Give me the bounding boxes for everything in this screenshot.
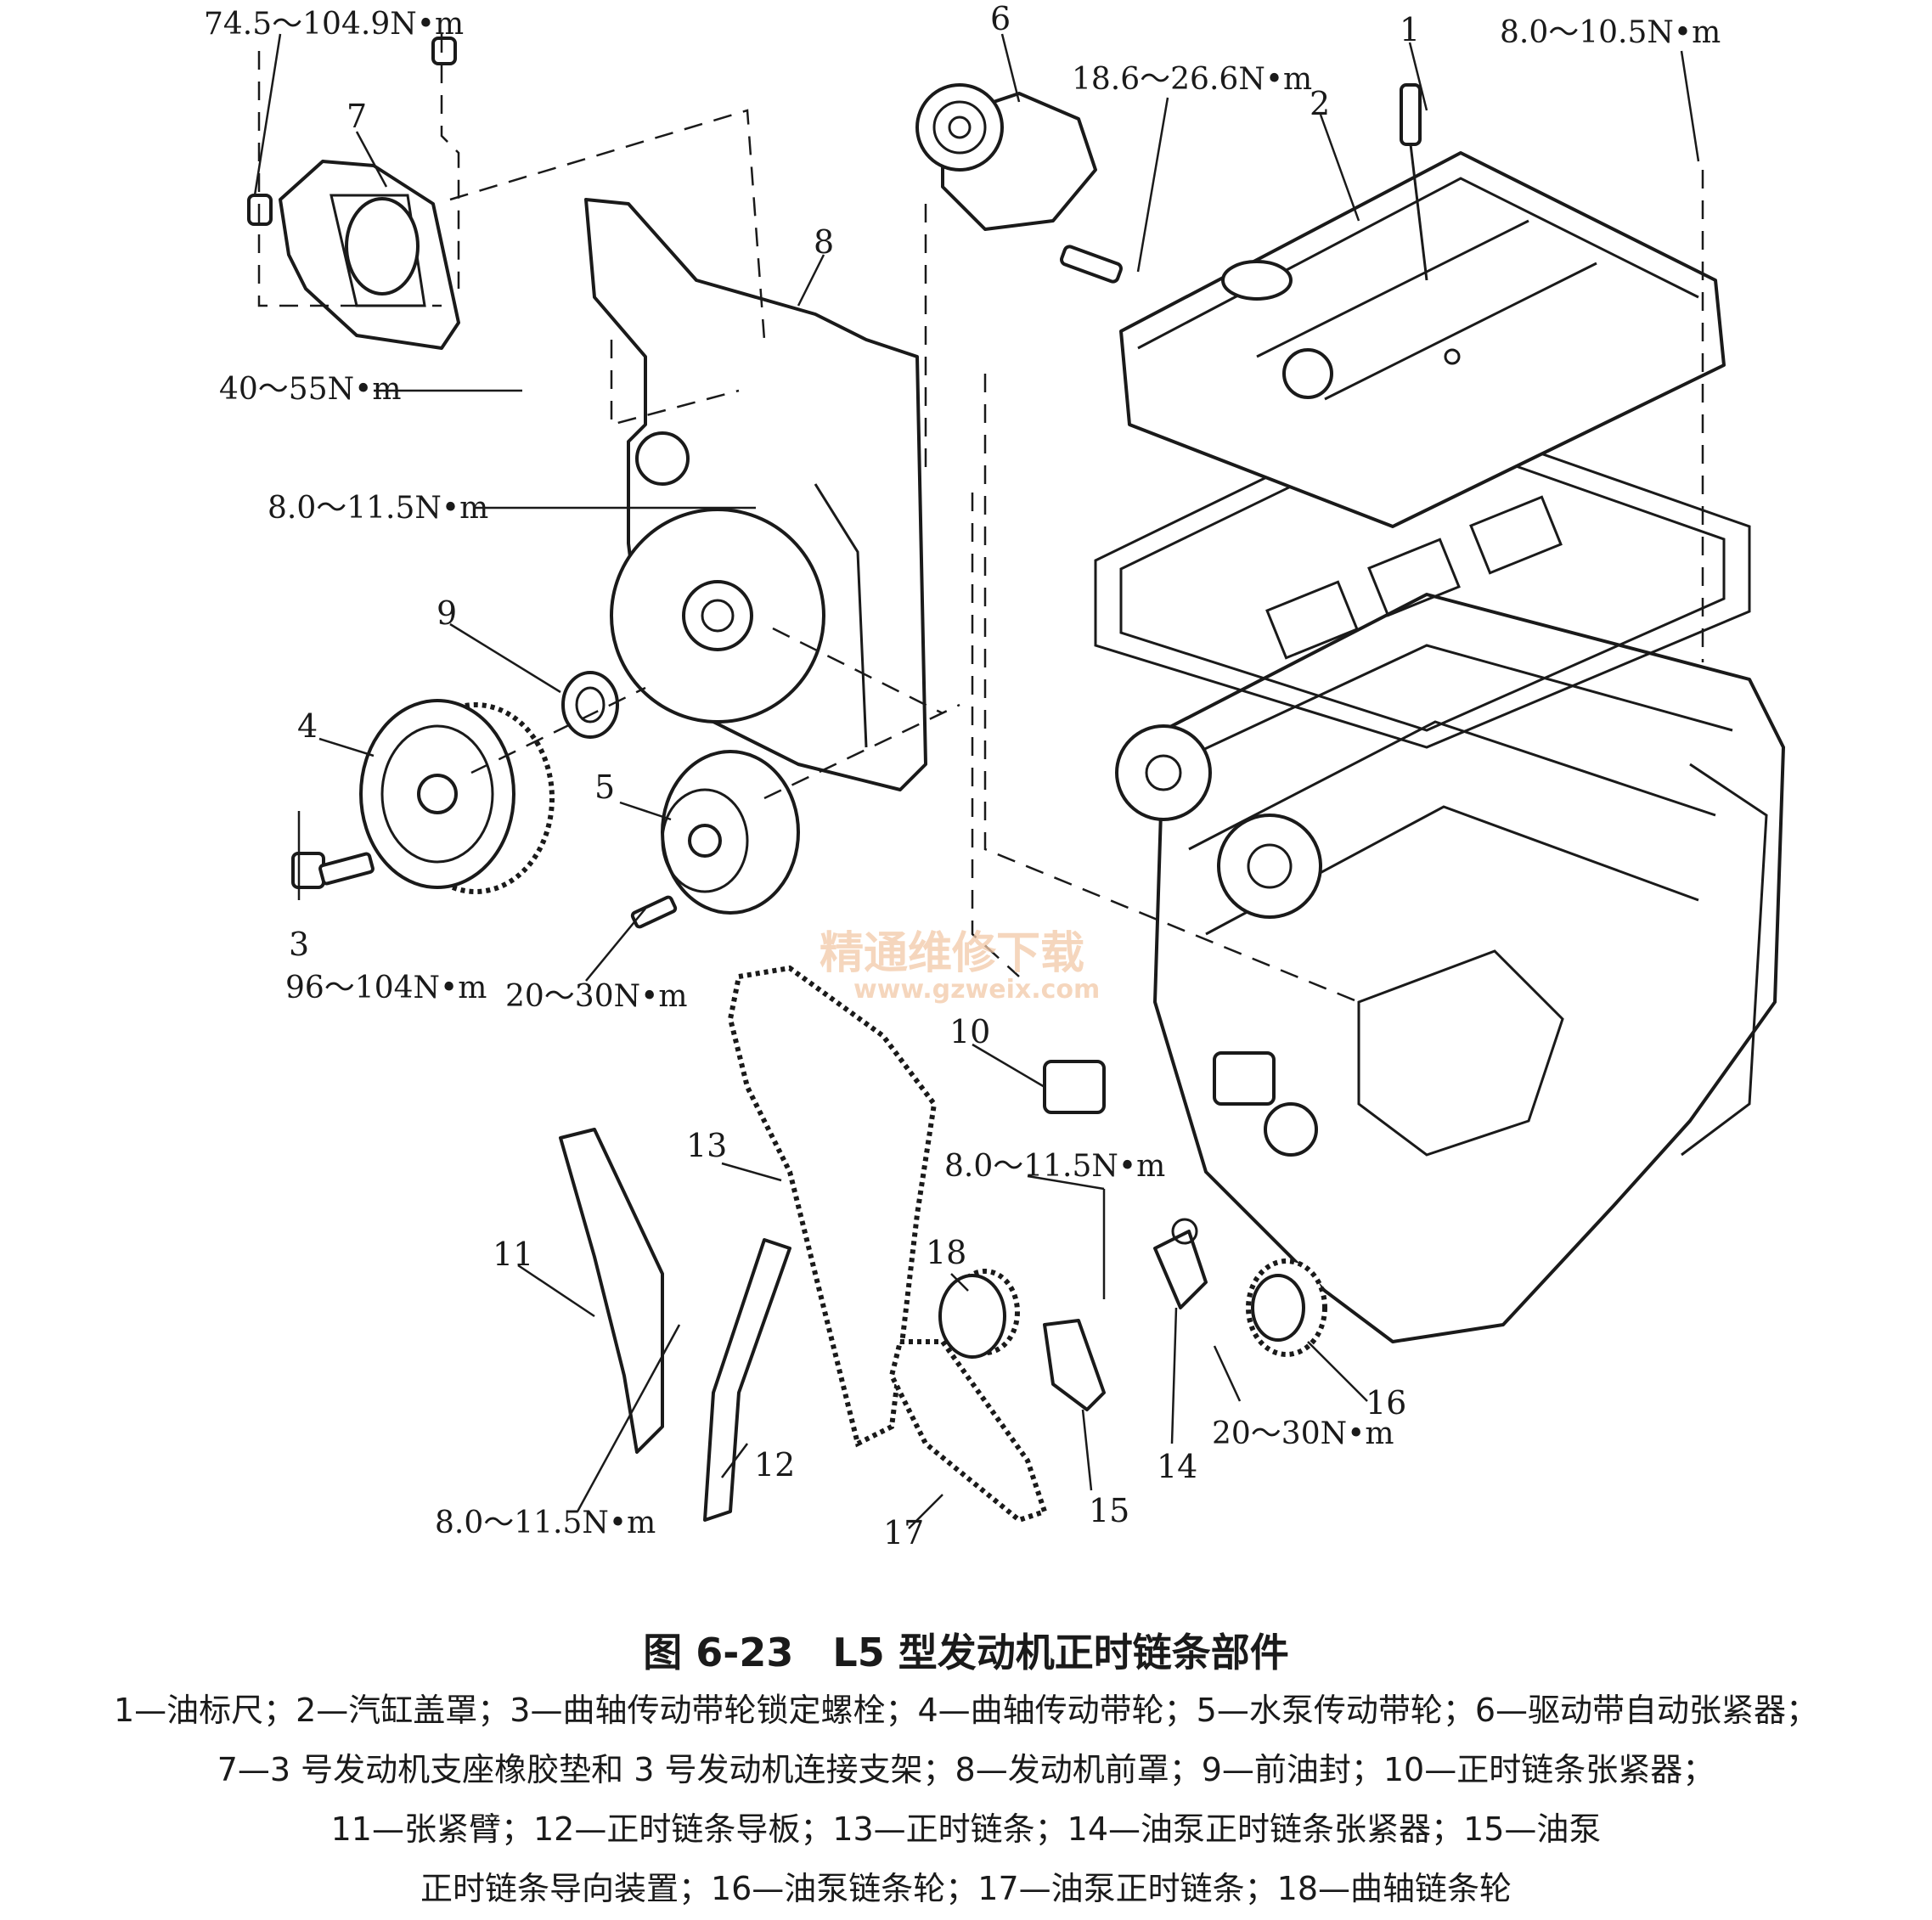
crankshaft-sprocket [938, 1269, 1020, 1359]
crankshaft-pulley [359, 699, 555, 894]
torque-label-crank-bolt: 96～104N•m [285, 971, 487, 1005]
crankshaft-pulley-bolt [291, 852, 375, 889]
belt-auto-tensioner [915, 83, 1123, 284]
callout-6: 6 [990, 0, 1011, 37]
oil-dipstick [1400, 83, 1428, 281]
torque-label-front-cover-b: 8.0～11.5N•m [268, 491, 488, 526]
callout-13: 13 [686, 1127, 727, 1164]
water-pump-pulley [630, 750, 800, 929]
callout-2: 2 [1310, 85, 1330, 122]
torque-label-cover: 8.0～10.5N•m [1500, 15, 1721, 50]
legend-line-2: 7—3 号发动机支座橡胶垫和 3 号发动机连接支架；8—发动机前罩；9—前油封；… [217, 1751, 1715, 1788]
torque-label-chain-tensioner: 8.0～11.5N•m [944, 1149, 1165, 1184]
callout-15: 15 [1089, 1492, 1129, 1529]
oil-pump-chain [888, 1339, 1048, 1523]
callout-8: 8 [814, 223, 834, 261]
torque-labels: 74.5～104.9N•m 18.6～26.6N•m 8.0～10.5N•m 4… [204, 7, 1721, 1540]
torque-label-tensioner: 18.6～26.6N•m [1072, 62, 1312, 97]
leader-lines [253, 33, 1700, 1529]
callout-9: 9 [437, 594, 457, 632]
legend-line-4: 正时链条导向装置；16—油泵链条轮；17—油泵正时链条；18—曲轴链条轮 [420, 1870, 1512, 1907]
oil-pump-chain-tensioner [1153, 1218, 1208, 1309]
legend-line-1: 1—油标尺；2—汽缸盖罩；3—曲轴传动带轮锁定螺栓；4—曲轴传动带轮；5—水泵传… [113, 1692, 1819, 1729]
oil-pump-chain-guide [1043, 1319, 1106, 1411]
oil-pump-sprocket [1246, 1258, 1327, 1357]
callout-18: 18 [926, 1234, 966, 1271]
callout-numbers: 1 2 3 4 5 6 7 8 9 10 11 12 13 14 15 16 1… [289, 0, 1420, 1551]
engine-block [1115, 593, 1785, 1343]
torque-label-water-pump: 20～30N•m [505, 979, 688, 1014]
engine-mount-bracket [247, 37, 460, 350]
engine-front-cover [584, 198, 927, 791]
watermark-url: www.gzweix.com [853, 975, 1100, 1005]
figure-caption: 图 6-23 L5 型发动机正时链条部件 [643, 1630, 1289, 1675]
callout-5: 5 [594, 769, 615, 806]
torque-label-mount: 74.5～104.9N•m [204, 7, 464, 42]
callout-11: 11 [493, 1236, 533, 1273]
chain-tensioner [1043, 1060, 1106, 1114]
timing-chain [727, 965, 938, 1448]
callout-10: 10 [949, 1013, 990, 1050]
front-oil-seal [561, 671, 619, 739]
tensioner-arm [559, 1128, 664, 1454]
watermark: 精通维修下载 www.gzweix.com [820, 928, 1100, 1005]
callout-14: 14 [1157, 1448, 1197, 1485]
callout-1: 1 [1400, 11, 1420, 48]
callout-3: 3 [289, 926, 309, 963]
torque-label-guide: 8.0～11.5N•m [435, 1506, 656, 1540]
cylinder-head-cover [1119, 151, 1726, 528]
torque-label-front-cover-a: 40～55N•m [219, 372, 402, 407]
callout-17: 17 [883, 1514, 924, 1551]
callout-4: 4 [297, 707, 318, 745]
legend-line-3: 11—张紧臂；12—正时链条导板；13—正时链条；14—油泵正时链条张紧器；15… [330, 1810, 1602, 1848]
watermark-cn: 精通维修下载 [820, 928, 1084, 979]
exploded-view-drawing: 1 2 3 4 5 6 7 8 9 10 11 12 13 14 15 16 1… [204, 0, 1785, 1551]
callout-7: 7 [346, 98, 367, 135]
assembly-lines [257, 34, 1704, 1004]
callout-12: 12 [754, 1446, 795, 1484]
chain-guide [703, 1238, 791, 1522]
callout-16: 16 [1366, 1384, 1406, 1422]
torque-label-oil-pump: 20～30N•m [1212, 1416, 1394, 1451]
